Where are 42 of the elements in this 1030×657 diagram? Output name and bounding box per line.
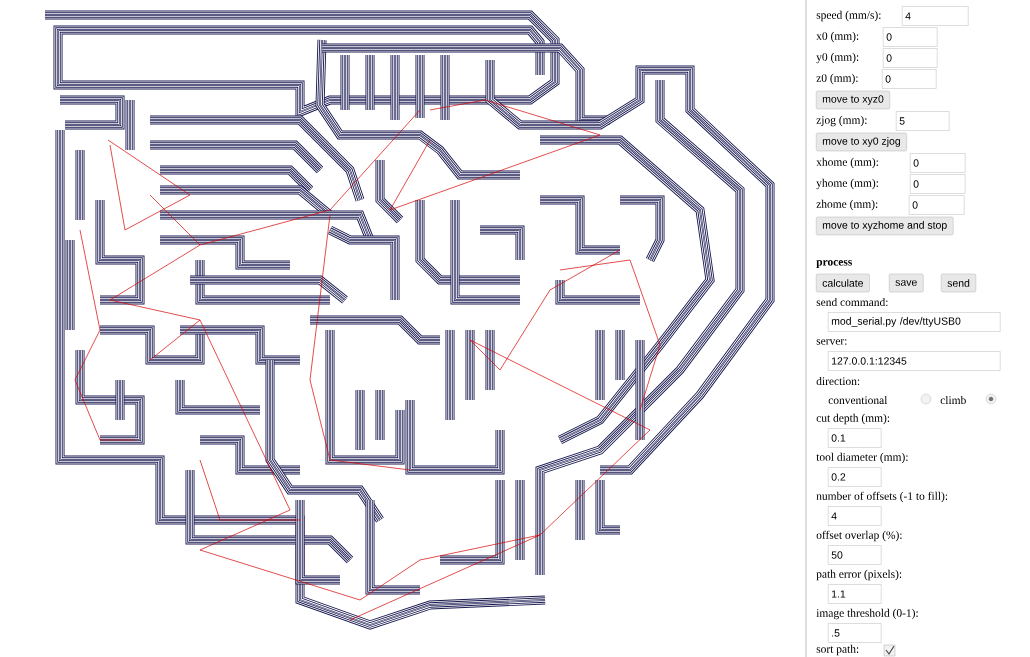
field-label: zhome (mm): bbox=[816, 199, 878, 211]
input-field: 0 bbox=[883, 27, 938, 47]
button: calculate bbox=[816, 273, 870, 293]
input-field: 50 bbox=[828, 545, 882, 565]
input-field: 1.1 bbox=[828, 584, 882, 604]
input-field: 0.2 bbox=[828, 467, 882, 487]
input-field: 0 bbox=[909, 195, 965, 215]
field-label: zjog (mm): bbox=[816, 115, 867, 127]
input-field: 0 bbox=[883, 48, 938, 68]
input-field: 0 bbox=[910, 174, 966, 194]
input-field: 0 bbox=[882, 69, 937, 89]
section-heading: process bbox=[816, 260, 852, 268]
field-label: xhome (mm): bbox=[816, 157, 878, 169]
input-field: 4 bbox=[828, 506, 882, 526]
field-label: number of offsets (-1 to fill): bbox=[816, 491, 948, 503]
button: move to xyz0 bbox=[816, 90, 891, 110]
field-label: yhome (mm): bbox=[816, 178, 878, 190]
field-label: offset overlap (%): bbox=[816, 530, 902, 542]
input-field: 0.1 bbox=[828, 428, 882, 448]
input-field: 0 bbox=[910, 153, 966, 173]
field-label: climb bbox=[940, 395, 966, 404]
input-field: 5 bbox=[896, 111, 950, 131]
field-label: conventional bbox=[828, 395, 888, 404]
input-field: .5 bbox=[828, 623, 882, 643]
button: move to xy0 zjog bbox=[816, 132, 907, 152]
field-label: z0 (mm): bbox=[816, 73, 858, 85]
field-label: image threshold (0-1): bbox=[816, 608, 918, 620]
button: move to xyzhome and stop bbox=[816, 216, 954, 236]
field-label: y0 (mm): bbox=[816, 52, 859, 64]
field-label: tool diameter (mm): bbox=[816, 452, 908, 464]
field-label: direction: bbox=[816, 376, 860, 386]
field-label: x0 (mm): bbox=[816, 31, 859, 43]
input-field: 4 bbox=[902, 6, 969, 26]
input-field: 127.0.0.1:12345 bbox=[828, 351, 1001, 371]
button: save bbox=[889, 273, 924, 293]
field-label: server: bbox=[816, 339, 847, 345]
field-label: path error (pixels): bbox=[816, 569, 902, 581]
input-field: mod_serial.py /dev/ttyUSB0 bbox=[828, 312, 1001, 332]
field-label: sort path: bbox=[816, 644, 859, 656]
button: send bbox=[941, 273, 977, 293]
field-label: send command: bbox=[816, 297, 888, 307]
field-label: speed (mm/s): bbox=[816, 10, 881, 22]
